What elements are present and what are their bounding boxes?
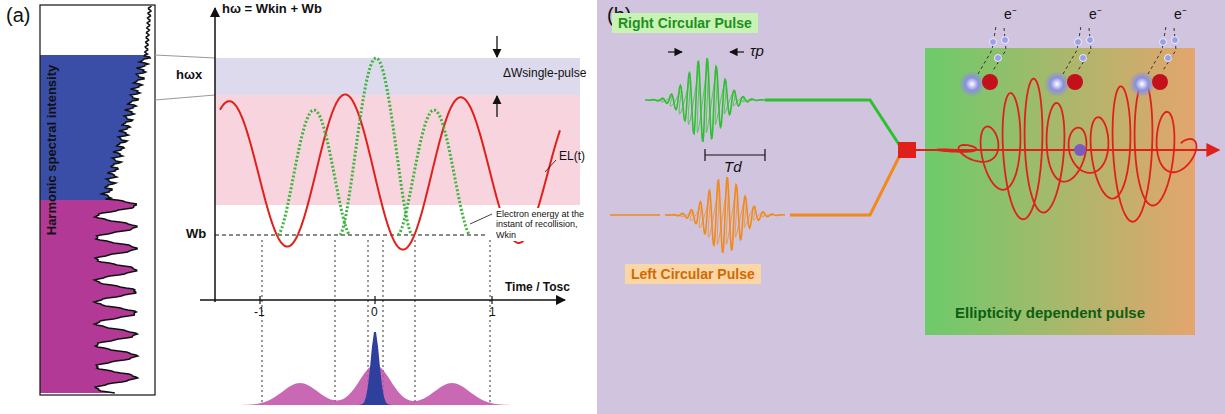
beam-path [790,155,900,215]
electron [995,55,1002,62]
width-arrow [496,36,497,57]
atom [1152,74,1168,90]
electron-cloud [959,71,985,97]
atom [1067,74,1083,90]
energy-label: hωx [176,68,202,83]
duration-arrow [668,51,682,52]
node-text: Left Circular Pulse [631,266,755,282]
guide-line [262,240,263,402]
spectrum-frame [40,5,155,395]
electron-path [1148,26,1166,74]
duration-arrow [730,51,744,52]
electron-path [978,26,996,74]
electron-label: e⁻ [1004,6,1017,22]
width-arrow [496,96,497,117]
axis-title: Time / Tosc [505,281,570,295]
electron [1172,37,1179,44]
panel-b-ground [597,0,1225,414]
electron [1002,37,1009,44]
energy-axis [214,8,216,302]
width-label: ΔWsingle-pulse [503,67,586,81]
electron [1080,55,1087,62]
emission-distribution [230,365,560,405]
right-circular-pulse [645,59,765,141]
electron-label: e⁻ [1174,6,1187,22]
ellipticity-pulse [937,79,1197,222]
electron-cloud [1129,71,1155,97]
gating-point [1074,144,1086,156]
electron-path [1063,26,1081,74]
panel-letter: (a) [6,4,30,27]
tick [491,296,492,304]
delay-bar [705,154,765,155]
delay-bar [764,149,765,161]
zoom-line [155,55,215,58]
electron-path [1162,28,1176,72]
electron-cloud [1044,71,1070,97]
interaction-region-box: Ellipticity dependent pulse [925,48,1195,335]
atom [982,74,998,90]
guide-line [415,240,416,402]
leader-line [470,214,492,224]
electron [1160,39,1167,46]
spectrum-curve [94,6,151,393]
beam-path [610,214,660,216]
axis-title: Harmonic spectral intensity [45,65,60,236]
tick [259,296,260,304]
guide-line [335,240,336,402]
leader-line [545,160,556,172]
tick-label: 0 [371,306,378,320]
time-axis [200,299,565,301]
delay-bar [704,149,705,161]
recollision-energy [398,110,470,235]
electron [1165,55,1172,62]
guide-line [490,240,491,402]
duration-label: τp [750,42,764,59]
pulse-label-box: Right Circular Pulse [612,13,758,33]
recollision-energy [340,58,412,235]
delay-label: Td [724,158,742,175]
curve-note: Electron energy at the instant of recoll… [494,208,594,241]
node-text: Ellipticity dependent pulse [955,304,1145,321]
field-label: EL(t) [559,150,585,164]
electron-path [1077,28,1091,72]
electron [1075,39,1082,46]
zoom-line [155,95,215,100]
beam-path [765,100,900,146]
electron [990,39,997,46]
binding-level [215,235,485,236]
pulse-label-box: Left Circular Pulse [625,264,761,284]
recollision-energy [278,110,350,235]
tick-label: 1 [489,306,496,320]
electron-path [992,28,1006,72]
tick [374,296,375,304]
left-circular-pulse-helix [672,185,773,245]
left-circular-pulse [665,178,785,252]
tick-label: -1 [254,306,265,320]
right-circular-pulse-helix [652,66,753,132]
energy-label: Wb [186,227,206,242]
node-text: Right Circular Pulse [618,15,752,31]
axis-title: hω = Wkin + Wb [222,2,322,17]
interaction-region [925,48,1195,335]
attosecond-pulse [230,332,560,405]
electron [1087,37,1094,44]
combiner [898,142,916,158]
electron-label: e⁻ [1089,6,1102,22]
